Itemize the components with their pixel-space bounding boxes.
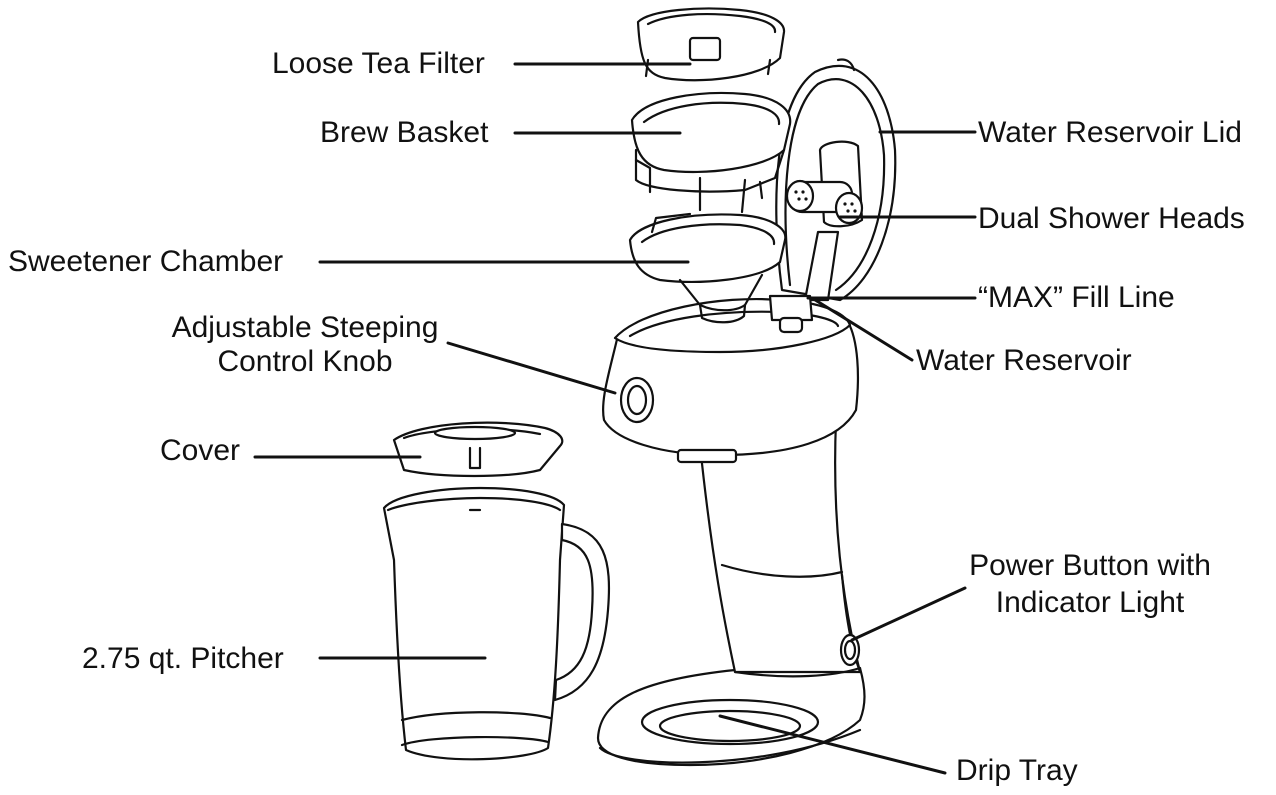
pitcher-cover-part: [392, 421, 564, 478]
label-brew-basket: Brew Basket: [320, 116, 489, 149]
label-pitcher: 2.75 qt. Pitcher: [82, 642, 284, 675]
leader-lines: [253, 62, 977, 775]
label-steeping-knob-line1: Adjustable Steeping: [171, 311, 439, 344]
pitcher-part: [382, 486, 611, 761]
power-button-part: [839, 633, 861, 667]
label-drip-tray: Drip Tray: [956, 754, 1078, 787]
label-cover: Cover: [160, 434, 241, 467]
label-loose-tea-filter: Loose Tea Filter: [272, 47, 485, 80]
label-steeping-knob-line2: Control Knob: [217, 345, 393, 378]
brewer-body: [698, 418, 862, 678]
label-power-button-line1: Power Button with: [969, 549, 1211, 582]
label-water-reservoir: Water Reservoir: [916, 344, 1132, 377]
sweetener-chamber-part: [628, 212, 787, 324]
max-fill-marker: [768, 294, 814, 334]
reservoir-lid-part: [775, 58, 897, 302]
loose-tea-filter-part: [636, 7, 786, 82]
shower-head-left: [785, 179, 815, 213]
label-shower-heads: Dual Shower Heads: [978, 202, 1245, 235]
label-power-button-line2: Indicator Light: [995, 586, 1185, 619]
label-max-fill-line: “MAX” Fill Line: [978, 281, 1175, 314]
drip-tray-part: [596, 666, 866, 767]
label-sweetener-chamber: Sweetener Chamber: [8, 245, 284, 278]
label-reservoir-lid: Water Reservoir Lid: [978, 116, 1242, 149]
brew-basket-part: [630, 91, 792, 214]
upper-housing: [602, 297, 860, 464]
